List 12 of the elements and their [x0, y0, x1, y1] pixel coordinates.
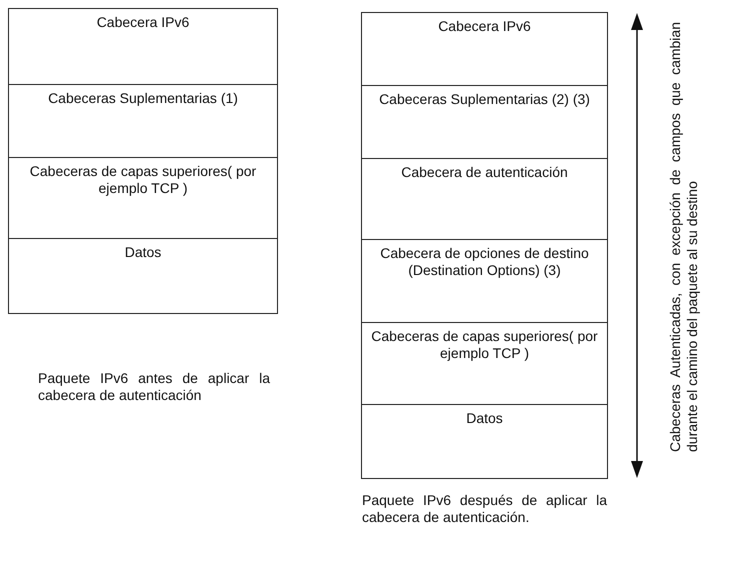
caption: Paquete IPv6 antes de aplicar la cabecera de autenticación — [38, 370, 270, 404]
header-field: Cabeceras de capas superiores( por ejemplo TCP ) — [8, 157, 278, 239]
header-field: Cabecera de autenticación — [361, 158, 608, 240]
header-field: Cabecera IPv6 — [361, 12, 608, 86]
header-field: Cabeceras de capas superiores( por ejemplo TCP ) — [361, 322, 608, 405]
header-field: Datos — [361, 404, 608, 479]
header-field: Cabecera IPv6 — [8, 8, 278, 85]
header-field: Cabeceras Suplementarias (1) — [8, 84, 278, 158]
header-field: Datos — [8, 238, 278, 314]
caption: Paquete IPv6 después de aplicar la cabecera de autenticación. — [362, 492, 607, 526]
header-field: Cabeceras Suplementarias (2) (3) — [361, 85, 608, 159]
header-field: Cabecera de opciones de destino (Destination Options) (3) — [361, 239, 608, 323]
